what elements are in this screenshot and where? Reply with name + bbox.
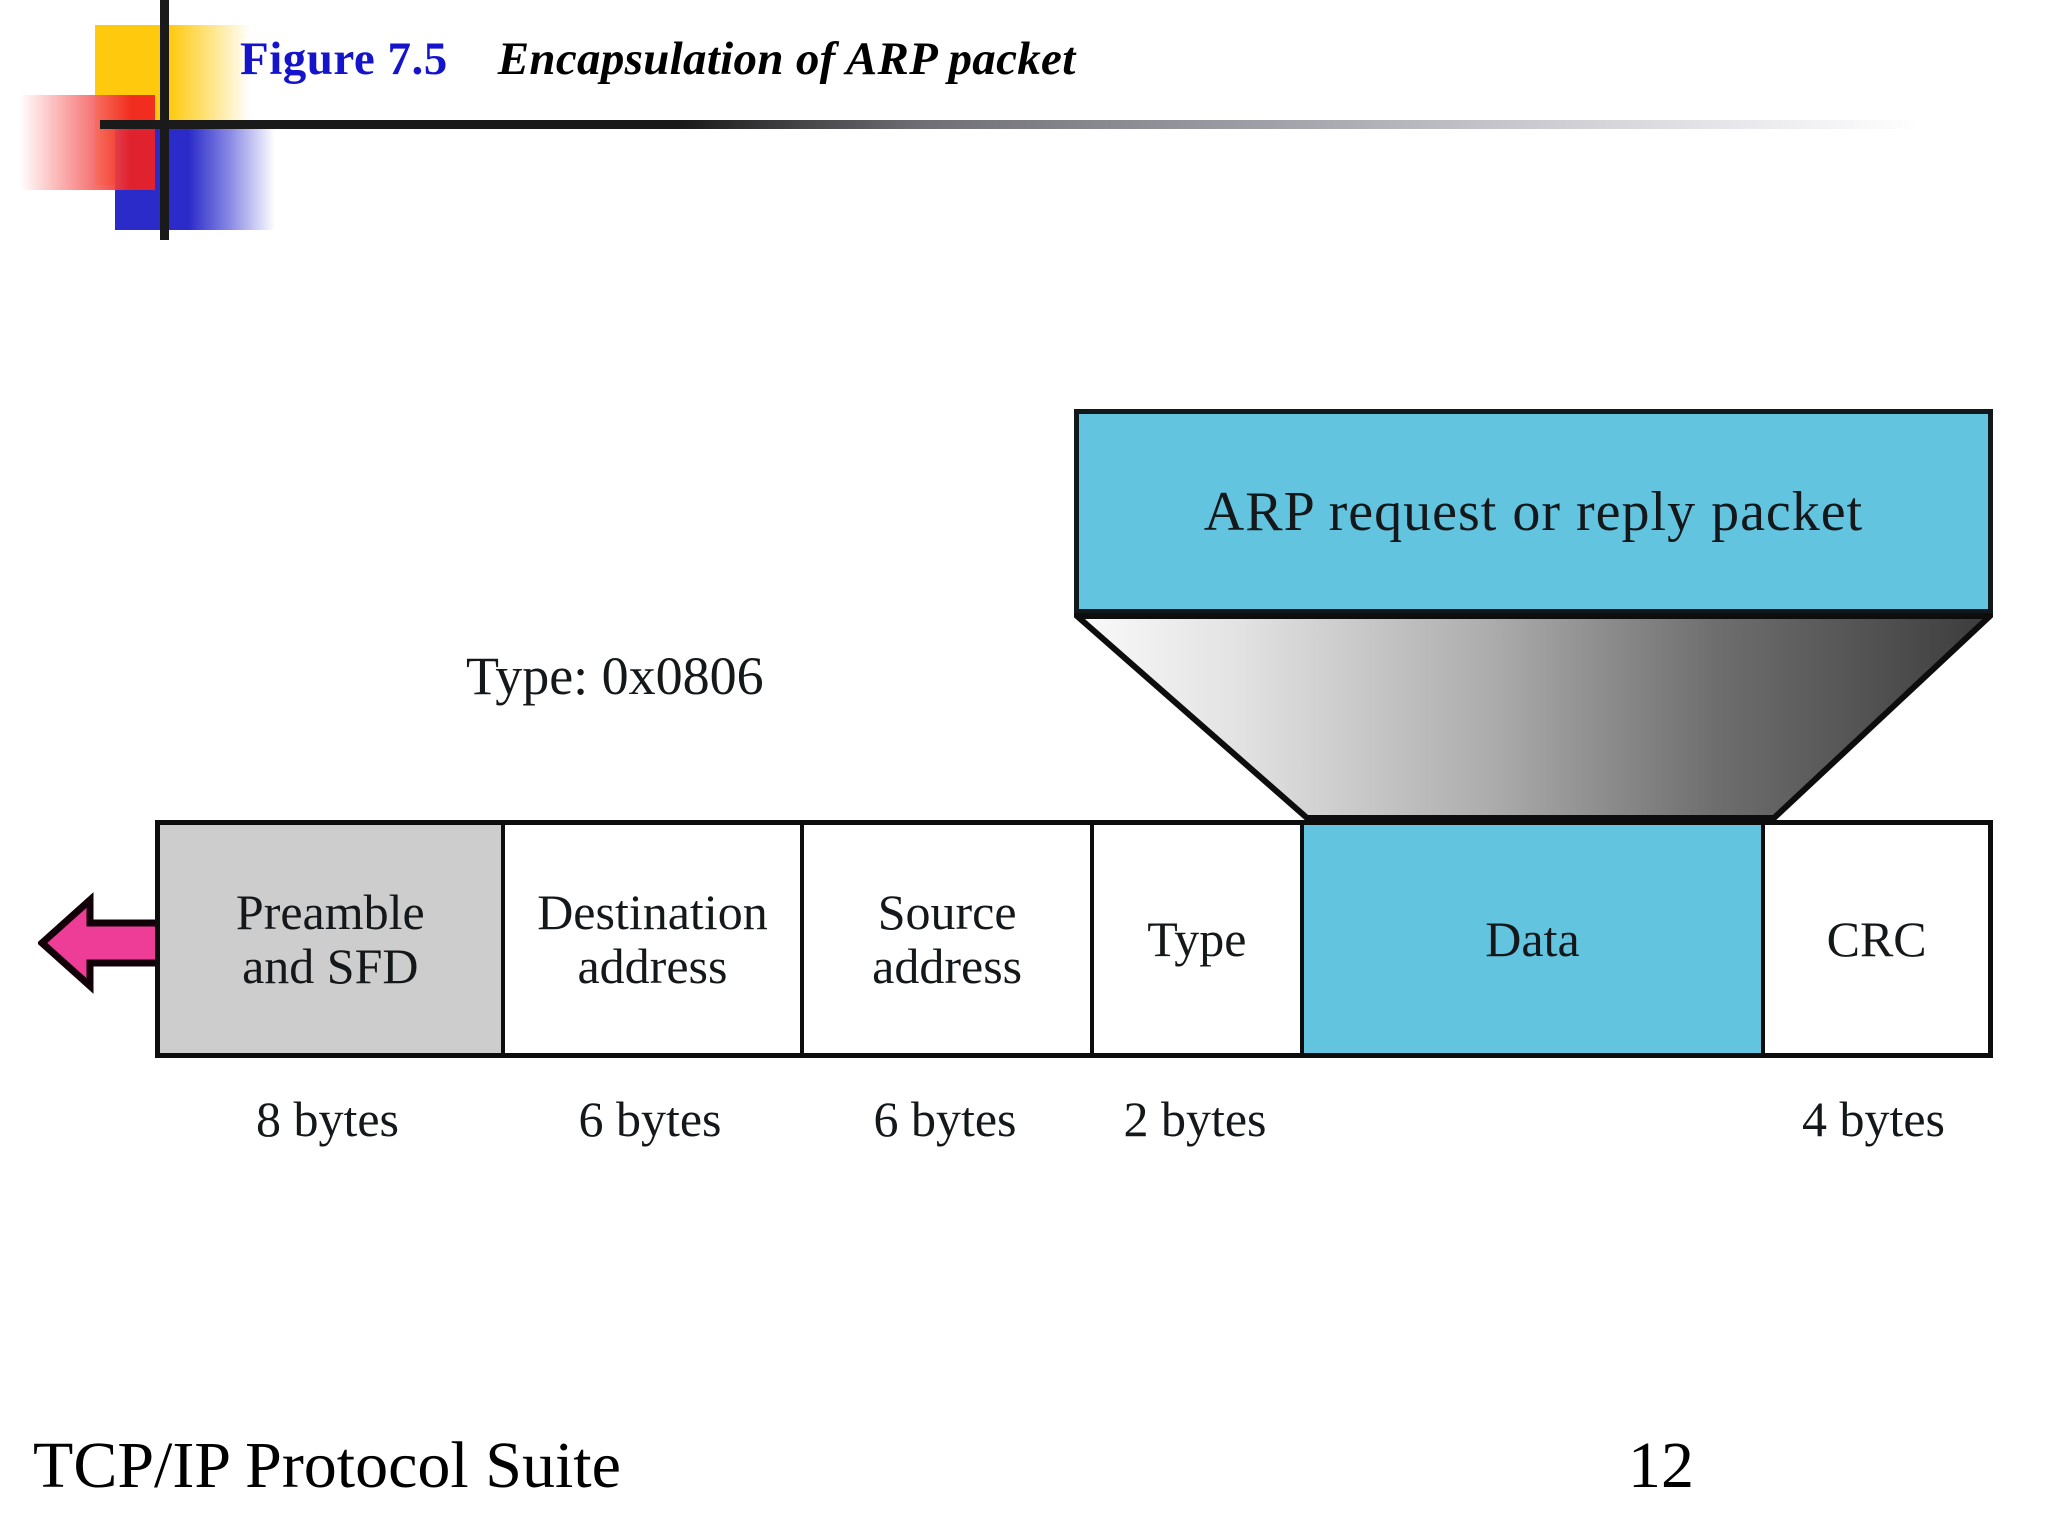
frame-field-source-address: Source address [804,825,1094,1053]
footer-page-number: 12 [1628,1429,1694,1502]
frame-field-preamble-and-sfd-line1: Preamble [235,884,425,940]
figure-number: Figure 7.5 [240,33,448,85]
frame-field-crc-line1: CRC [1826,911,1927,967]
frame-field-type: Type [1093,825,1304,1053]
frame-field-source-address-line2: address [872,938,1023,994]
decoration-horizontal-rule [100,120,1920,129]
frame-field-data-line1: Data [1485,911,1580,967]
size-label-crc: 4 bytes [1801,1091,1946,1147]
arp-packet-box: ARP request or reply packet [1074,409,1993,614]
frame-field-destination-address-line2: address [577,938,728,994]
size-label-preamble-and-sfd: 8 bytes [255,1091,400,1147]
ethertype-annotation: Type: 0x0806 [466,646,764,706]
size-label-data [1300,1090,1762,1148]
transmission-direction-arrow [38,892,166,994]
decoration-red-square [20,95,155,190]
frame-field-source-address-line1: Source [877,884,1017,940]
frame-field-preamble-and-sfd-line2: and SFD [242,938,419,994]
size-label-type: 2 bytes [1123,1091,1267,1147]
size-label-source-address: 6 bytes [873,1091,1017,1147]
frame-field-data: Data [1303,825,1766,1053]
frame-field-type-line1: Type [1147,911,1247,967]
frame-field-preamble-and-sfd: Preamble and SFD [160,825,505,1053]
frame-field-destination-address: Destination address [504,825,805,1053]
size-label-destination-address: 6 bytes [578,1091,722,1147]
encapsulation-funnel [1074,613,1993,821]
frame-field-crc: CRC [1765,825,1988,1053]
ethernet-frame: Preamble and SFD Destination address Sou… [155,820,1993,1058]
figure-caption: Encapsulation of ARP packet [497,33,1076,85]
figure-title: Figure 7.5 Encapsulation of ARP packet [240,32,1076,86]
frame-size-labels: 8 bytes 6 bytes 6 bytes 2 bytes 4 bytes [155,1090,1993,1148]
footer-book-title: TCP/IP Protocol Suite [33,1429,621,1502]
arp-packet-label: ARP request or reply packet [1203,480,1864,543]
frame-field-destination-address-line1: Destination [537,884,768,940]
